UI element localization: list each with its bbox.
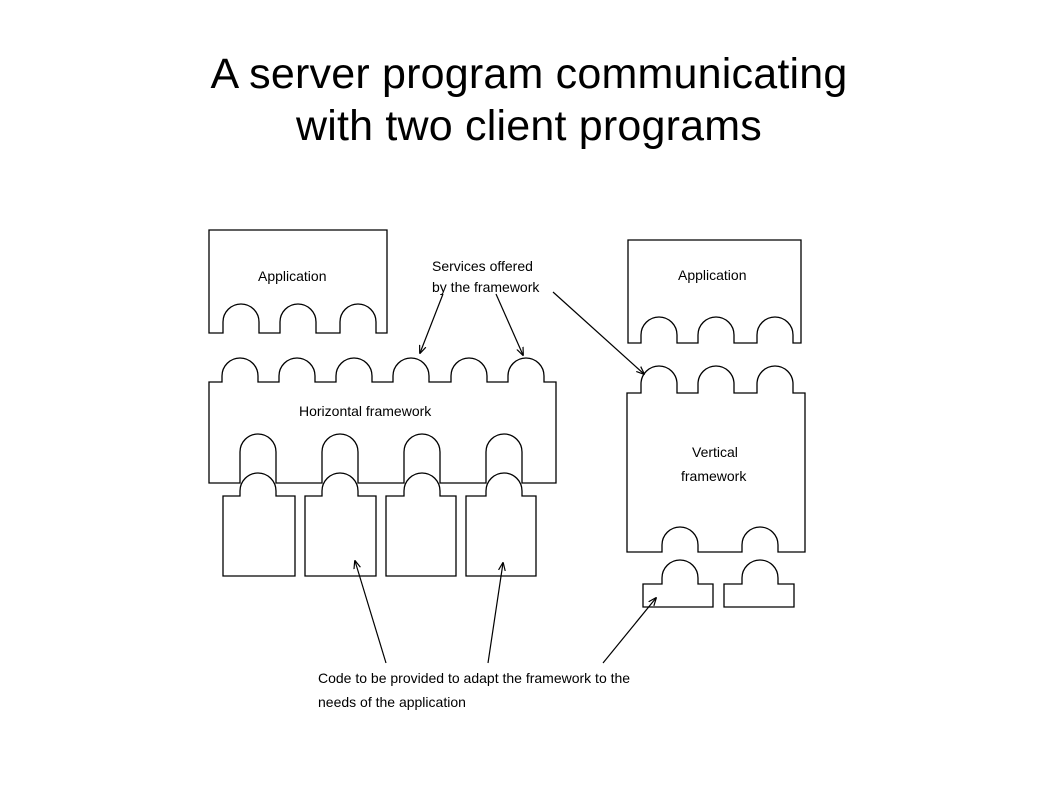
horizontal-adapter-4 bbox=[465, 472, 537, 577]
vertical-adapter-1 bbox=[642, 559, 714, 608]
code-pointer-3 bbox=[602, 598, 656, 664]
services-pointer-2 bbox=[495, 293, 523, 355]
vertical-adapter-2 bbox=[723, 559, 795, 608]
horizontal-framework-box bbox=[208, 357, 557, 484]
code-pointer-2 bbox=[487, 563, 503, 664]
vertical-framework-label-line-2: framework bbox=[681, 468, 747, 484]
slide-title-line-2: with two client programs bbox=[295, 102, 763, 151]
vertical-framework-label-line-1: Vertical bbox=[692, 444, 738, 460]
right-application-label: Application bbox=[678, 267, 747, 283]
left-application-box bbox=[208, 229, 388, 334]
services-pointer-3 bbox=[552, 291, 644, 374]
services-label-line-2: by the framework bbox=[432, 279, 540, 295]
code-label-line-1: Code to be provided to adapt the framewo… bbox=[318, 670, 630, 686]
services-label-line-1: Services offered bbox=[432, 258, 533, 274]
horizontal-adapter-3 bbox=[385, 472, 457, 577]
vertical-framework-box bbox=[626, 365, 806, 553]
slide-title: A server program communicating with two … bbox=[0, 48, 1058, 153]
left-application-label: Application bbox=[258, 268, 327, 284]
right-application-box bbox=[627, 239, 802, 344]
slide-title-line-1: A server program communicating bbox=[210, 50, 848, 98]
code-label-line-2: needs of the application bbox=[318, 694, 466, 710]
code-pointer-1 bbox=[355, 561, 387, 664]
horizontal-framework-label: Horizontal framework bbox=[299, 403, 432, 419]
services-pointer-1 bbox=[420, 293, 444, 353]
horizontal-adapter-2 bbox=[304, 472, 377, 577]
horizontal-adapter-1 bbox=[222, 472, 296, 577]
